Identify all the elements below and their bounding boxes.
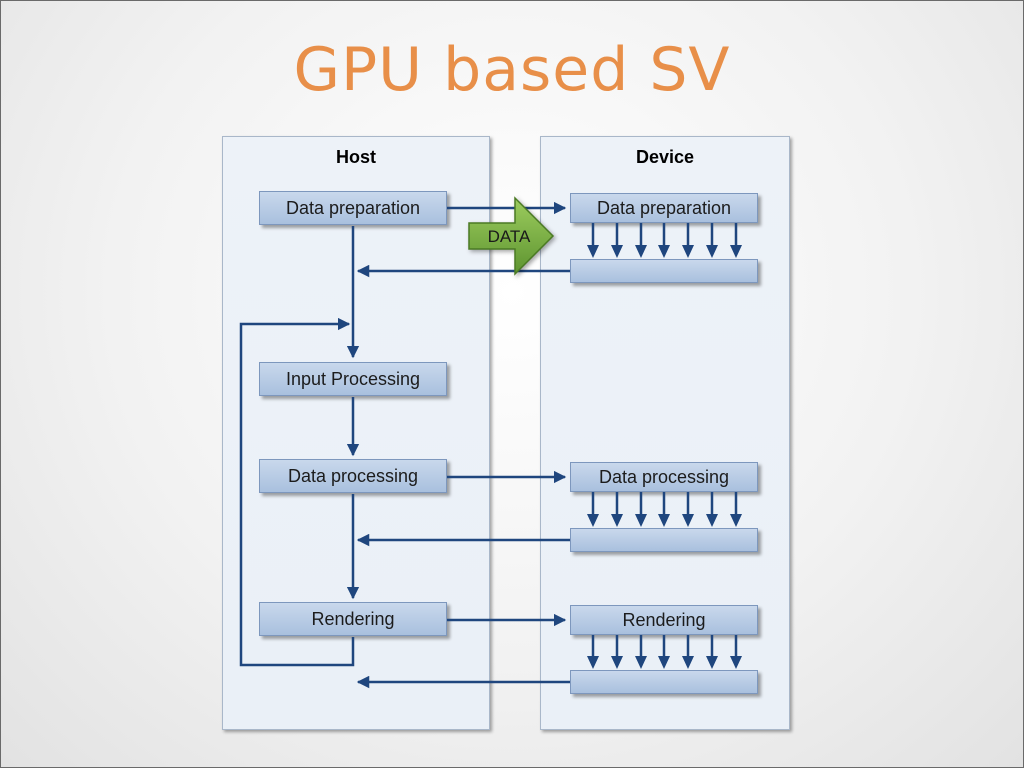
slide-title: GPU based SV (293, 35, 731, 105)
host-panel: Host (222, 136, 490, 730)
device-data-processing-result-box (570, 528, 758, 552)
host-data-processing-box: Data processing (259, 459, 447, 493)
host-data-preparation-box: Data preparation (259, 191, 447, 225)
device-label: Device (635, 147, 695, 167)
device-data-processing-box: Data processing (570, 462, 758, 492)
host-label: Host (336, 147, 376, 167)
host-input-processing-box: Input Processing (259, 362, 447, 396)
device-rendering-result-box (570, 670, 758, 694)
host-rendering-box: Rendering (259, 602, 447, 636)
device-rendering-box: Rendering (570, 605, 758, 635)
device-panel: Device (540, 136, 790, 730)
device-data-preparation-result-box (570, 259, 758, 283)
device-data-preparation-box: Data preparation (570, 193, 758, 223)
